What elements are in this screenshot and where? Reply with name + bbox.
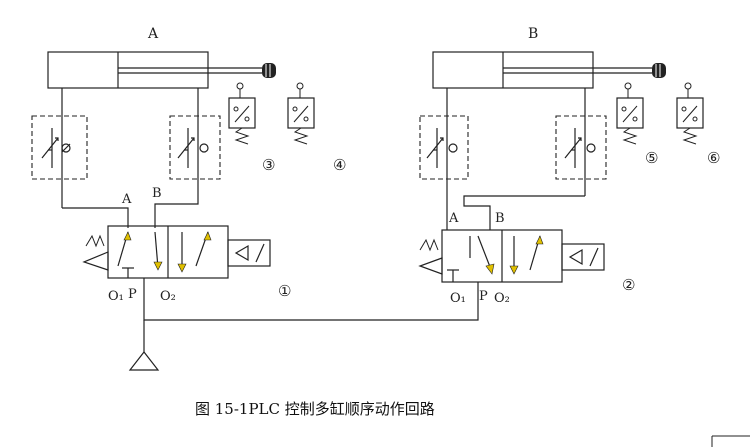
valve-2-port-o2: O₂ [494, 291, 510, 306]
flow-control-a-right [169, 88, 221, 196]
valve-2-port-o1: O₁ [450, 291, 466, 306]
valve-2-port-a: A [448, 211, 459, 226]
valve-1-port-o2: O₂ [160, 289, 176, 304]
cylinder-b: B [432, 26, 666, 89]
air-supply [128, 278, 479, 371]
cylinder-a-rod-end [262, 63, 276, 78]
cylinder-a-label: A [147, 26, 159, 42]
switch-5-number: ⑤ [645, 149, 658, 167]
valve-1-port-a: A [121, 192, 132, 207]
valve-1-port-b: B [152, 186, 162, 201]
pipes-valve-2 [446, 195, 585, 230]
limit-switch-3: ③ [228, 82, 275, 174]
valve-1-port-p: P [128, 287, 137, 302]
switch-3-number: ③ [262, 156, 275, 174]
switch-6-number: ⑥ [707, 149, 720, 167]
pipes-valve-1 [62, 196, 199, 228]
flow-control-a-left [31, 88, 88, 208]
valve-2-port-b: B [495, 211, 505, 226]
switch-4-number: ④ [333, 156, 346, 174]
limit-switch-4: ④ [287, 82, 346, 174]
flow-control-b-right [555, 88, 607, 196]
cylinder-b-label: B [528, 26, 538, 42]
air-source-triangle [128, 351, 160, 371]
flow-control-b-left [419, 88, 469, 200]
valve-2-number: ② [622, 276, 635, 294]
cylinder-b-rod-end [652, 63, 666, 78]
valve-1: A B O₁ P O₂ ① [82, 186, 291, 304]
limit-switch-5: ⑤ [616, 82, 658, 167]
valve-1-port-o1: O₁ [108, 289, 124, 304]
valve-1-number: ① [278, 282, 291, 300]
cylinder-a: A [47, 26, 276, 89]
limit-switch-6: ⑥ [676, 82, 720, 167]
valve-2-port-p: P [479, 289, 488, 304]
valve-2: A B O₁ P O₂ ② [418, 211, 635, 306]
figure-caption: 图 15-1PLC 控制多缸顺序动作回路 [195, 400, 435, 418]
